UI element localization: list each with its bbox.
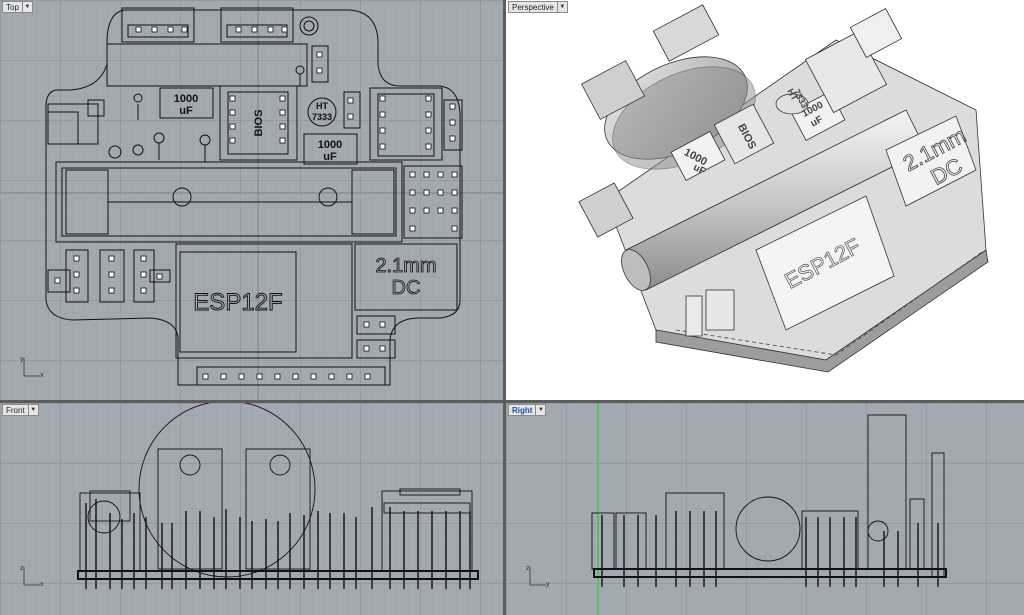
cap2-unit-label: uF — [323, 151, 337, 163]
viewport-menu-dropdown-icon[interactable]: ▼ — [27, 404, 39, 416]
viewport-menu-dropdown-icon[interactable]: ▼ — [556, 1, 568, 13]
perspective-render: 1000 uF BIOS HT 7333 1000 uF 2.1mm DC ES… — [578, 4, 989, 373]
cap2-value-label: 1000 — [318, 139, 342, 151]
front-viewport[interactable]: Front ▼ — [0, 403, 503, 615]
persp-cap1-unit: uF — [691, 162, 707, 177]
viewport-title[interactable]: Top — [2, 1, 22, 13]
cap1-value-label: 1000 — [174, 93, 198, 105]
viewport-title[interactable]: Perspective — [508, 1, 557, 13]
viewport-menu-dropdown-icon[interactable]: ▼ — [21, 1, 33, 13]
x-axis-label: x — [40, 372, 44, 379]
bios-label: BIOS — [253, 110, 265, 137]
front-view-drawing — [0, 403, 503, 615]
top-viewport-tab[interactable]: Top ▼ — [2, 1, 33, 13]
top-view-drawing: 1000 uF 1000 uF BIOS HT 7333 2.1mm DC ES… — [0, 0, 503, 400]
axis-triad-icon — [529, 567, 546, 586]
regulator-label-line1: HT — [316, 101, 328, 111]
right-viewport[interactable]: Right ▼ z y — [506, 403, 1024, 615]
right-viewport-tab[interactable]: Right ▼ — [508, 404, 547, 416]
viewport-menu-dropdown-icon[interactable]: ▼ — [535, 404, 547, 416]
axis-triad-icon — [23, 567, 40, 586]
front-viewport-tab[interactable]: Front ▼ — [2, 404, 39, 416]
persp-cap2-unit: uF — [809, 114, 825, 129]
dc-label-line1: 2.1mm — [375, 255, 436, 277]
esp-module-label: ESP12F — [193, 289, 282, 316]
perspective-viewport[interactable]: Perspective ▼ — [506, 0, 1024, 400]
dc-label-line2: DC — [392, 277, 421, 299]
y-axis-label: y — [20, 356, 24, 363]
x-axis-label: x — [40, 581, 44, 588]
perspective-viewport-tab[interactable]: Perspective ▼ — [508, 1, 568, 13]
regulator-label-line2: 7333 — [312, 112, 332, 122]
z-axis-label: z — [20, 565, 24, 572]
top-viewport[interactable]: Top ▼ — [0, 0, 503, 400]
cap1-unit-label: uF — [179, 105, 193, 117]
viewport-title[interactable]: Right — [508, 404, 536, 416]
axis-triad-icon — [23, 358, 40, 377]
viewport-title[interactable]: Front — [2, 404, 28, 416]
z-axis-label: z — [526, 565, 530, 572]
right-view-drawing — [506, 403, 1024, 615]
y-axis-label: y — [546, 581, 550, 588]
